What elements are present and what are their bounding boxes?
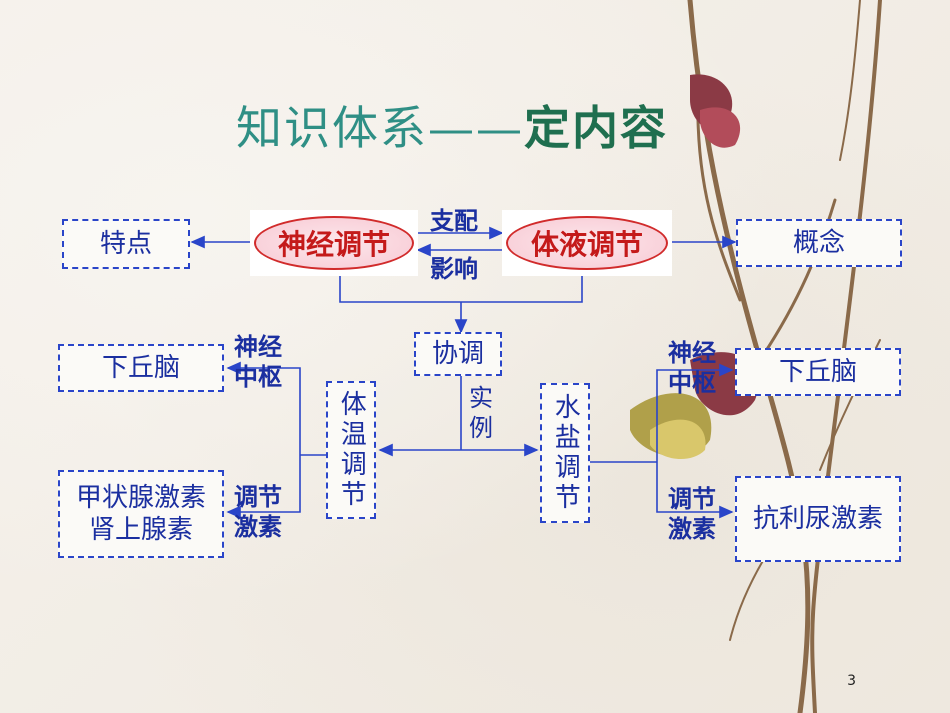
title-emphasis: 定内容 (524, 101, 668, 155)
right-hypothalamus-box: 下丘脑 (735, 348, 901, 396)
title-main: 知识体系—— (236, 101, 524, 155)
left-hypothalamus-box: 下丘脑 (58, 344, 224, 392)
humoral-regulation-oval: 体液调节 (506, 216, 668, 270)
butterfly-upper-icon (690, 74, 741, 148)
arrow-label-top: 支配 (430, 206, 478, 235)
feature-box: 特点 (62, 219, 190, 269)
concept-box: 概念 (736, 219, 902, 267)
left-hormones-box: 甲状腺激素 肾上腺素 (58, 470, 224, 558)
thermoregulation-box: 体温调节 (326, 381, 376, 519)
right-hormone-label: 调节激素 (668, 484, 716, 543)
left-neural-center-label: 神经中枢 (234, 332, 282, 391)
antidiuretic-hormone-box: 抗利尿激素 (735, 476, 901, 562)
left-hormone-label: 调节激素 (234, 482, 282, 541)
right-oval-backdrop: 体液调节 (502, 210, 672, 276)
water-salt-regulation-box: 水盐调节 (540, 383, 590, 523)
example-label: 实例 (469, 384, 493, 442)
page-title: 知识体系——定内容 (236, 92, 668, 158)
arrow-label-bottom: 影响 (430, 254, 478, 283)
left-oval-backdrop: 神经调节 (250, 210, 418, 276)
page-number: 3 (847, 673, 856, 689)
butterfly-lower-icon (630, 352, 759, 460)
right-neural-center-label: 神经中枢 (668, 338, 716, 397)
neural-regulation-oval: 神经调节 (254, 216, 414, 270)
coordination-box: 协调 (414, 332, 502, 376)
adrenaline-text: 肾上腺素 (88, 515, 193, 545)
thyroid-hormone-text: 甲状腺激素 (75, 482, 206, 513)
